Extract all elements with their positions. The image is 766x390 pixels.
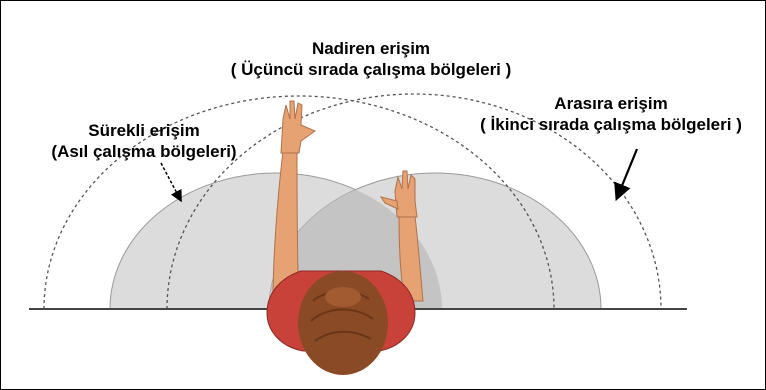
occasional-arrow bbox=[619, 149, 637, 193]
hair-highlight bbox=[325, 287, 361, 307]
continuous-reach-title: Sürekli erişim bbox=[15, 120, 273, 141]
occasional-reach-label: Arasıra erişim ( İkinci sırada çalışma b… bbox=[441, 93, 766, 135]
rare-reach-subtitle: ( Üçüncü sırada çalışma bölgeleri ) bbox=[191, 59, 551, 80]
continuous-reach-label: Sürekli erişim (Asıl çalışma bölgeleri) bbox=[15, 120, 273, 162]
right-hand bbox=[395, 171, 417, 217]
occasional-reach-subtitle: ( İkinci sırada çalışma bölgeleri ) bbox=[441, 114, 766, 135]
continuous-arrow bbox=[161, 163, 179, 197]
head-hair bbox=[298, 271, 388, 375]
rare-reach-label: Nadiren erişim ( Üçüncü sırada çalışma b… bbox=[191, 38, 551, 80]
continuous-reach-subtitle: (Asıl çalışma bölgeleri) bbox=[15, 141, 273, 162]
rare-reach-title: Nadiren erişim bbox=[191, 38, 551, 59]
occasional-reach-title: Arasıra erişim bbox=[441, 93, 766, 114]
left-hand bbox=[281, 101, 315, 153]
